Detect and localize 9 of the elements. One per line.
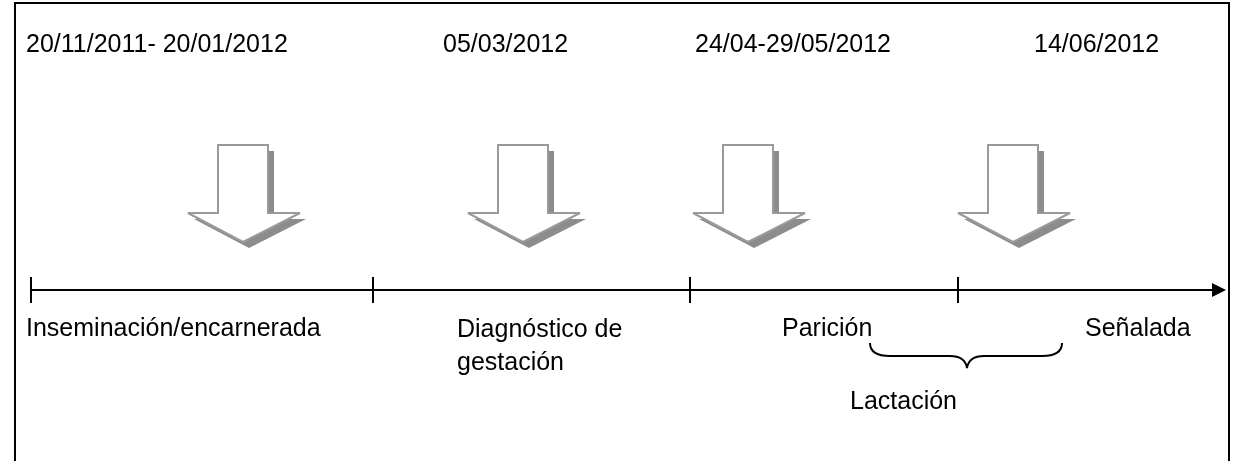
stage-label: Inseminación/encarnerada [26,312,321,342]
stage-label: Señalada [1085,312,1191,342]
stage-label: Parición [782,312,873,342]
date-label: 24/04-29/05/2012 [695,28,891,58]
period-label: Lactación [850,385,958,415]
date-label: 20/11/2011- 20/01/2012 [26,28,288,58]
date-label: 14/06/2012 [1034,28,1160,58]
date-label: 05/03/2012 [443,28,569,58]
stage-label: Diagnóstico de gestación [457,313,624,377]
